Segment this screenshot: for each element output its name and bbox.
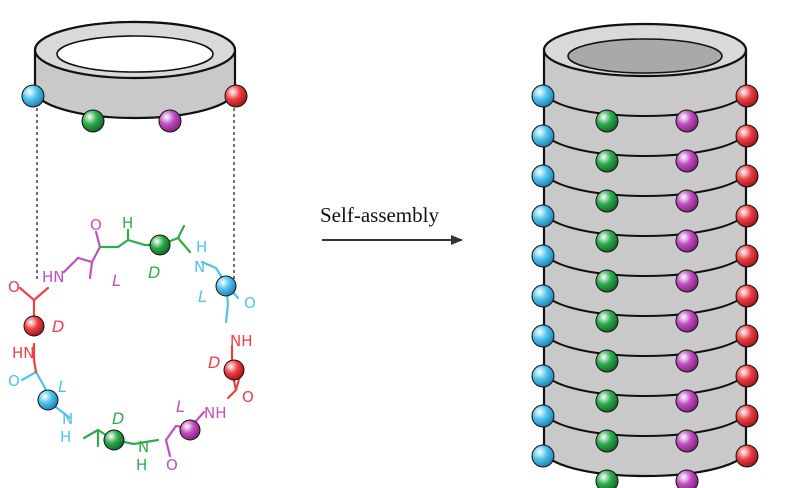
label-h-bottom-left: H — [60, 428, 71, 446]
tube-sphere-blue — [531, 364, 555, 388]
tube-sphere-blue — [531, 324, 555, 348]
label-o-right-lower: O — [242, 388, 254, 406]
tube-sphere-green — [595, 349, 619, 373]
ring-sphere-red — [224, 84, 248, 108]
ring-seam — [543, 129, 747, 157]
tube-sphere-green — [595, 429, 619, 453]
label-n-bottom: N — [138, 438, 149, 456]
tube-sphere-magenta — [675, 349, 699, 373]
tube-sphere-green — [595, 309, 619, 333]
peptide-sphere-blue-left — [37, 389, 59, 411]
peptide-sphere-green-bottom — [103, 429, 125, 451]
ring-seam — [543, 369, 747, 397]
tube-sphere-green — [595, 109, 619, 133]
tube-sphere-red — [735, 364, 759, 388]
peptide-sphere-green-top — [149, 234, 171, 256]
stereo-blue-left: L — [58, 377, 67, 396]
peptide-sphere-red-right — [223, 359, 245, 381]
tube-sphere-magenta — [675, 309, 699, 333]
ring-sphere-blue — [21, 84, 45, 108]
tube-sphere-magenta — [675, 469, 699, 488]
ring-sphere-green — [81, 109, 105, 133]
ring-inner-hole — [56, 35, 214, 73]
peptide-sphere-red-left — [23, 315, 45, 337]
label-o-top: O — [90, 216, 102, 234]
tube-sphere-red — [735, 444, 759, 468]
label-o-bottom: O — [166, 456, 178, 474]
label-h-top: H — [122, 214, 133, 232]
arrow-label: Self-assembly — [320, 203, 439, 227]
stereo-green-bottom: D — [112, 409, 124, 428]
label-hn-left: HN — [12, 344, 35, 362]
ring-seam — [543, 409, 747, 437]
peptide-sphere-blue-right — [215, 275, 237, 297]
tube-sphere-magenta — [675, 189, 699, 213]
label-o-left: O — [8, 372, 20, 390]
label-nh-bottom-right: NH — [204, 404, 227, 422]
label-h-top-right: H — [196, 238, 207, 256]
peptide-structure: HN O H H N O NH O NH O N H N H O HN O L … — [8, 214, 256, 474]
tube-sphere-green — [595, 189, 619, 213]
tube-sphere-blue — [531, 244, 555, 268]
tube-sphere-magenta — [675, 109, 699, 133]
tube-sphere-magenta — [675, 429, 699, 453]
label-o-top-left: O — [8, 278, 20, 296]
tube-sphere-red — [735, 124, 759, 148]
tube-inner-hole — [567, 38, 723, 74]
label-n-top-right: N — [194, 258, 205, 276]
self-assembly-arrow: Self-assembly — [320, 203, 463, 245]
ring-seam — [543, 89, 747, 117]
tube-sphere-red — [735, 404, 759, 428]
tube-sphere-blue — [531, 284, 555, 308]
ring-seam — [543, 209, 747, 237]
stereo-green-top: D — [148, 263, 160, 282]
tube-sphere-green — [595, 269, 619, 293]
stereo-red-left: D — [52, 317, 64, 336]
ring-seam — [543, 289, 747, 317]
nanotube-stack — [531, 22, 759, 488]
peptide-sphere-magenta-bottom — [179, 419, 201, 441]
tube-sphere-blue — [531, 164, 555, 188]
tube-sphere-magenta — [675, 149, 699, 173]
tube-sphere-blue — [531, 404, 555, 428]
stereo-red-right: D — [208, 353, 220, 372]
label-h-bottom: H — [136, 456, 147, 474]
ring-seam — [543, 169, 747, 197]
ring-seam — [543, 249, 747, 277]
label-hn-top: HN — [42, 268, 65, 286]
tube-sphere-blue — [531, 84, 555, 108]
tube-sphere-green — [595, 149, 619, 173]
ring-sphere-magenta — [158, 109, 182, 133]
stereo-blue-right: L — [198, 287, 207, 306]
label-n-bottom-left: N — [62, 410, 73, 428]
tube-sphere-red — [735, 324, 759, 348]
tube-sphere-red — [735, 284, 759, 308]
tube-sphere-red — [735, 84, 759, 108]
single-ring — [21, 20, 248, 133]
stereo-magenta-bottom: L — [176, 397, 185, 416]
tube-sphere-green — [595, 229, 619, 253]
tube-sphere-blue — [531, 204, 555, 228]
tube-sphere-magenta — [675, 229, 699, 253]
tube-sphere-green — [595, 469, 619, 488]
tube-sphere-green — [595, 389, 619, 413]
ring-seam — [543, 329, 747, 357]
tube-sphere-magenta — [675, 269, 699, 293]
tube-sphere-red — [735, 244, 759, 268]
tube-sphere-magenta — [675, 389, 699, 413]
stereo-magenta-top: L — [112, 271, 121, 290]
tube-sphere-red — [735, 164, 759, 188]
tube-body — [542, 48, 748, 478]
tube-sphere-blue — [531, 444, 555, 468]
tube-sphere-blue — [531, 124, 555, 148]
tube-sphere-red — [735, 204, 759, 228]
label-nh-right: NH — [230, 332, 253, 350]
label-o-right: O — [244, 294, 256, 312]
